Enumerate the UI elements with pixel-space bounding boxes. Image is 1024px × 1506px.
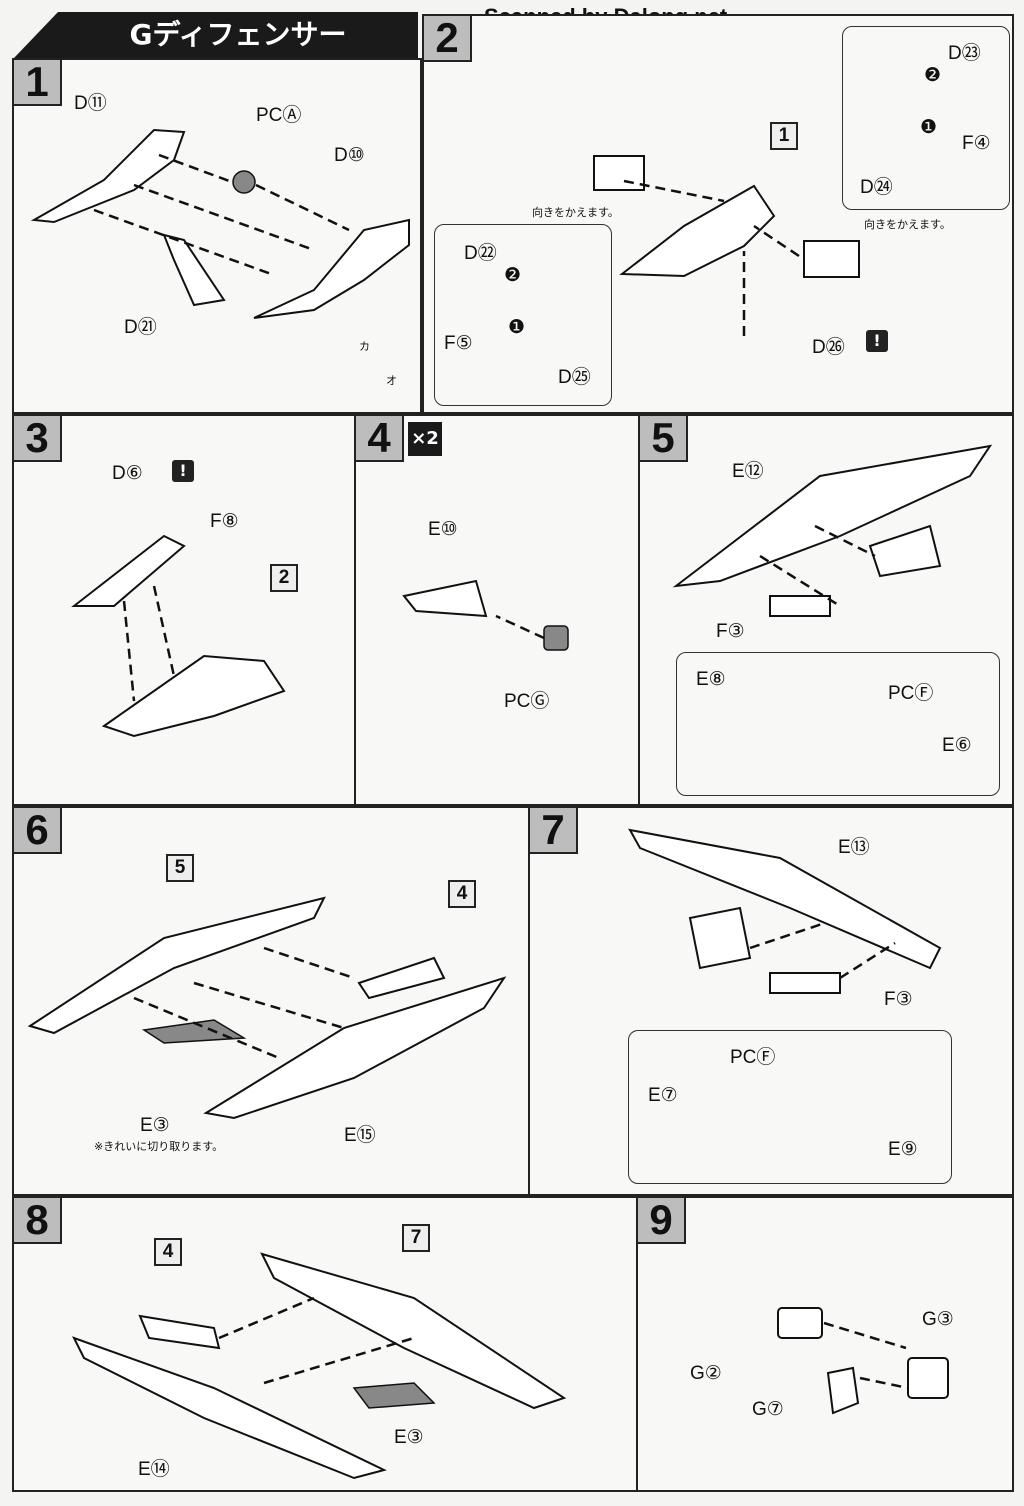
part-label: E③ [394, 1427, 424, 1448]
part-label: F③ [716, 621, 745, 642]
part-label: E③ [140, 1115, 170, 1136]
part-label: G③ [922, 1309, 954, 1330]
step-number: 7 [530, 808, 578, 854]
step-9-diagram [777, 1307, 949, 1415]
step-5-panel: 5 E⑫ F③ E⑧ PCⒻ E⑥ [638, 414, 1014, 806]
step-3-diagram [71, 534, 286, 738]
step-number: 2 [424, 16, 472, 62]
step-5-diagram [672, 444, 993, 617]
part-label: E⑫ [732, 461, 764, 482]
step-number: 4 [356, 416, 404, 462]
part-label: D⑪ [74, 93, 107, 114]
part-label: E⑬ [838, 837, 870, 858]
step-number: 1 [14, 60, 62, 106]
quantity-badge: ×2 [408, 422, 442, 456]
step-number: 9 [638, 1198, 686, 1244]
step-3-panel: 3 D⑥ ! F⑧ 2 [12, 414, 356, 806]
step-number: 8 [14, 1198, 62, 1244]
part-label: D㉓ [948, 43, 981, 64]
part-label: D㉒ [464, 243, 497, 264]
step-reference: 1 [770, 122, 798, 150]
step-9-panel: 9 G③ G② G⑦ [636, 1196, 1014, 1492]
step-1-diagram [30, 128, 410, 319]
trim-note: ※きれいに切り取ります。 [94, 1140, 224, 1153]
step-6-panel: 6 5 4 E③ E⑮ ※きれいに切り取ります。 [12, 806, 530, 1196]
detail-inset [628, 1030, 952, 1184]
part-label: E⑭ [138, 1459, 170, 1480]
step-4-panel: 4 ×2 E⑩ PCⒼ [354, 414, 640, 806]
step-7-diagram [628, 828, 942, 994]
part-label: PCⒼ [504, 691, 550, 712]
part-label: E⑩ [428, 519, 458, 540]
caution-icon: ! [172, 460, 194, 482]
part-label: E⑨ [888, 1139, 918, 1160]
step-7-panel: 7 E⑬ F③ PCⒻ E⑦ E⑨ [528, 806, 1014, 1196]
part-label: D㉔ [860, 177, 893, 198]
detail-inset-left [434, 224, 612, 406]
detail-inset-right [842, 26, 1010, 210]
assembly-order: ❶ [920, 117, 938, 138]
part-label: F③ [884, 989, 913, 1010]
assembly-order: ❷ [504, 265, 522, 286]
step-1-panel: 1 D⑪ PCⒶ D⑩ D㉑ カ オ [12, 58, 422, 414]
part-label: G⑦ [752, 1399, 784, 1420]
assembly-order: ❶ [508, 317, 526, 338]
part-label: D㉑ [124, 317, 157, 338]
sticker-label: オ [386, 374, 397, 387]
rotate-note: 向きをかえます。 [864, 218, 951, 231]
part-label: G② [690, 1363, 722, 1384]
part-label: PCⒻ [730, 1047, 776, 1068]
section-title: Gディフェンサー [14, 12, 418, 58]
step-reference: 4 [154, 1238, 182, 1266]
step-2-panel: 2 1 向きをかえます。 向きをかえます。 D㉓ ❷ ❶ F④ D㉔ D㉒ ❷ … [422, 14, 1014, 414]
assembly-order: ❷ [924, 65, 942, 86]
step-number: 6 [14, 808, 62, 854]
step-2-diagram [593, 155, 860, 336]
part-label: E⑦ [648, 1085, 678, 1106]
part-label: F④ [962, 133, 991, 154]
caution-icon: ! [866, 330, 888, 352]
rotate-note: 向きをかえます。 [532, 206, 619, 219]
part-label: D㉕ [558, 367, 591, 388]
step-reference: 2 [270, 564, 298, 592]
step-number: 3 [14, 416, 62, 462]
part-label: D㉖ [812, 337, 845, 358]
part-label: PCⒶ [256, 105, 302, 126]
part-label: F⑤ [444, 333, 473, 354]
step-number: 5 [640, 416, 688, 462]
sticker-label: カ [359, 340, 370, 353]
step-8-diagram [71, 1252, 567, 1480]
detail-inset [676, 652, 1000, 796]
step-6-diagram [27, 896, 507, 1120]
step-8-panel: 8 4 7 E⑭ E③ [12, 1196, 638, 1492]
part-label: F⑧ [210, 511, 239, 532]
step-reference: 5 [166, 854, 194, 882]
step-reference: 4 [448, 880, 476, 908]
part-label: D⑥ [112, 463, 143, 484]
step-reference: 7 [402, 1224, 430, 1252]
part-label: E⑧ [696, 669, 726, 690]
part-label: PCⒻ [888, 683, 934, 704]
step-4-diagram [402, 579, 569, 651]
part-label: E⑥ [942, 735, 972, 756]
part-label: E⑮ [344, 1125, 376, 1146]
part-label: D⑩ [334, 145, 365, 166]
